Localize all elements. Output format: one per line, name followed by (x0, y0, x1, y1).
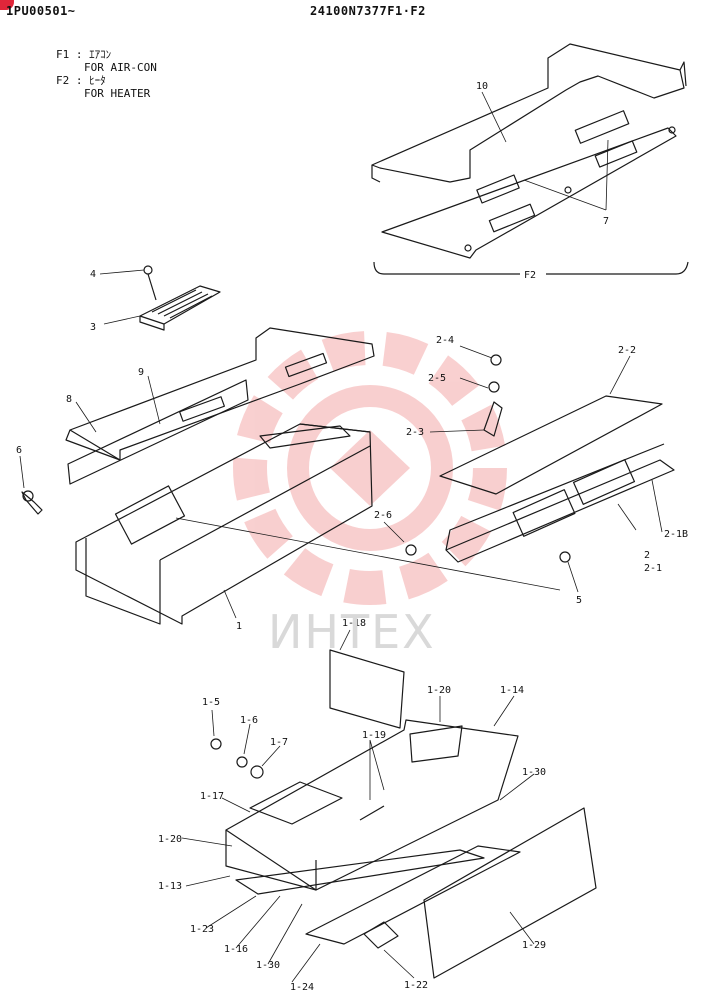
callout-1-16: 1-16 (224, 944, 248, 955)
part-2-frame (445, 443, 675, 563)
part-2-2-plate (439, 395, 663, 495)
callout-2-6: 2-6 (374, 510, 392, 521)
callout-8: 8 (66, 394, 72, 405)
part-3-vent-grille (139, 285, 221, 331)
group-label-f2: F2 (524, 270, 536, 281)
callout-1-30-bottom: 1-30 (256, 960, 280, 971)
leader-lines (19, 91, 663, 983)
corner-badge (0, 0, 14, 10)
callout-7: 7 (603, 216, 609, 227)
callout-labels: 10 7 4 3 9 8 6 1 2-4 2-5 2-3 2-2 2-6 2 2… (16, 81, 688, 993)
callout-2-3: 2-3 (406, 427, 424, 438)
callout-1-7: 1-7 (270, 737, 288, 748)
part-1-18-bracket (329, 649, 405, 729)
callout-1-20-left: 1-20 (158, 834, 182, 845)
callout-5: 5 (576, 595, 582, 606)
callout-2-2: 2-2 (618, 345, 636, 356)
callout-1-17: 1-17 (200, 791, 224, 802)
part-2-4-screw (490, 354, 502, 366)
part-6-bolt (21, 490, 43, 515)
callout-1-20-top: 1-20 (427, 685, 451, 696)
legend-f2-code: F2 : (56, 74, 83, 87)
legend-f2: F2 : ﾋｰﾀ (56, 74, 157, 87)
legend-f1-en: FOR AIR-CON (84, 61, 157, 74)
watermark-gear-icon (233, 331, 507, 605)
part-1-22-pad (363, 921, 399, 949)
legend-f2-jp: ﾋｰﾀ (89, 74, 106, 87)
callout-1-5: 1-5 (202, 697, 220, 708)
part-1-24-plate (305, 845, 521, 945)
callout-1-13: 1-13 (158, 881, 182, 892)
part-2-6-nut (405, 544, 417, 556)
part-1-5-bolt (210, 738, 222, 750)
callout-1-18: 1-18 (342, 618, 366, 629)
callout-1: 1 (236, 621, 242, 632)
part-1-13-plate (235, 849, 485, 895)
part-1-6-washer (236, 756, 248, 768)
part-10-cover (371, 43, 687, 183)
legend-f1-jp: ｴｱｺﾝ (89, 48, 112, 61)
callout-2-1b: 2-1B (664, 529, 688, 540)
legend: F1 : ｴｱｺﾝ FOR AIR-CON F2 : ﾋｰﾀ FOR HEATE… (56, 48, 157, 100)
callout-1-19: 1-19 (362, 730, 386, 741)
callout-1-23: 1-23 (190, 924, 214, 935)
part-2-3-clip (483, 401, 503, 437)
callout-2-1: 2-1 (644, 563, 662, 574)
callout-1-24: 1-24 (290, 982, 314, 993)
callout-4: 4 (90, 269, 96, 280)
part-5-screw (559, 551, 571, 563)
part-8-panel (67, 379, 249, 485)
legend-f2-en: FOR HEATER (84, 87, 151, 100)
f2-group-bracket (373, 261, 689, 275)
callout-1-14: 1-14 (500, 685, 524, 696)
serial-range: 1PU00501~ (6, 4, 76, 18)
callout-1-29: 1-29 (522, 940, 546, 951)
callout-1-30-right: 1-30 (522, 767, 546, 778)
part-1-duct-body (75, 423, 373, 625)
part-4-screw (143, 265, 157, 301)
legend-f1-code: F1 : (56, 48, 83, 61)
callout-2: 2 (644, 550, 650, 561)
lower-duct-housing (225, 719, 519, 891)
callout-1-6: 1-6 (240, 715, 258, 726)
callout-2-4: 2-4 (436, 335, 454, 346)
callout-3: 3 (90, 322, 96, 333)
part-2-5-washer (488, 381, 500, 393)
part-1-29-panel (423, 807, 597, 979)
part-9-cover (65, 327, 375, 461)
callout-1-22: 1-22 (404, 980, 428, 991)
watermark-text: ИНТЕХ (268, 605, 436, 659)
callout-6: 6 (16, 445, 22, 456)
part-1-7-nut (250, 765, 264, 779)
f2-base-plate (381, 110, 677, 259)
callout-9: 9 (138, 367, 144, 378)
model-code: 24100N7377F1·F2 (310, 4, 426, 18)
legend-f1: F1 : ｴｱｺﾝ (56, 48, 157, 61)
callout-10: 10 (476, 81, 488, 92)
callout-2-5: 2-5 (428, 373, 446, 384)
